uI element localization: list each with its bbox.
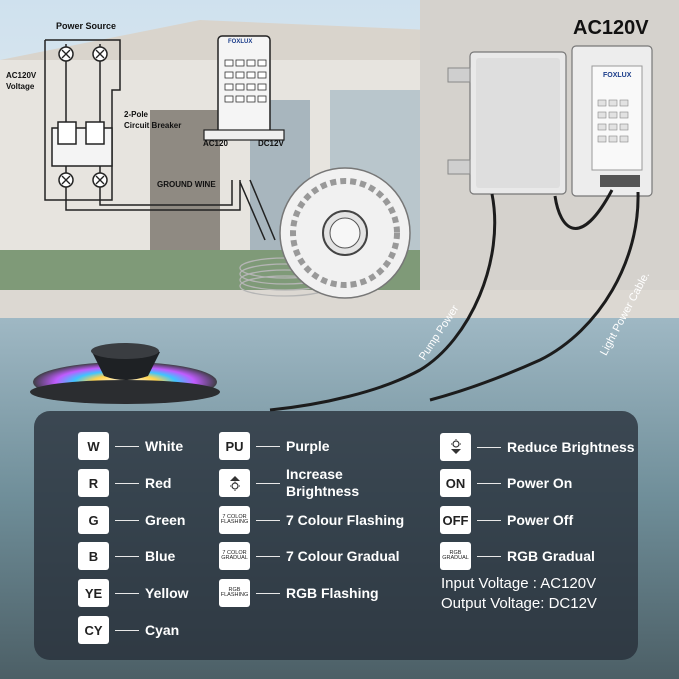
legend-item-increase-brightness: Increase Brightness	[219, 466, 416, 500]
dc12v-label: DC12V	[258, 139, 284, 148]
legend-dash	[115, 519, 139, 521]
key-w: W	[78, 432, 109, 460]
ground-wire-label: GROUND WINE	[157, 180, 216, 189]
legend-label-rgb-flashing: RGB Flashing	[286, 584, 379, 601]
legend-dash	[256, 592, 280, 594]
legend-panel	[34, 411, 638, 660]
legend-label-yellow: Yellow	[145, 584, 189, 601]
key-off: OFF	[440, 506, 471, 534]
header-ac-label: AC120V	[573, 17, 649, 39]
remote-brand-logo: FOXLUX	[228, 39, 253, 45]
legend-dash	[115, 445, 139, 447]
key-7-color-gradual: 7 COLOR GRADUAL	[219, 542, 250, 570]
legend-dash	[477, 519, 501, 521]
input-voltage-text: Input Voltage : AC120V	[441, 575, 597, 592]
key-line: FLASHING	[220, 519, 249, 525]
key-line: RGB	[228, 586, 241, 593]
key-brightness-down	[440, 433, 471, 461]
key-line: RGB	[449, 549, 462, 556]
legend-item-reduce-brightness: Reduce Brightness	[440, 430, 637, 464]
brightness-down-icon	[450, 439, 461, 454]
legend-label-power-off: Power Off	[507, 511, 574, 528]
key-ye: YE	[78, 579, 109, 607]
legend-item-green: G Green	[78, 505, 185, 535]
legend-dash	[115, 592, 139, 594]
key-cy: CY	[78, 616, 109, 644]
legend-label-reduce-brightness: Reduce Brightness	[507, 438, 635, 455]
legend-item-white: W White	[78, 431, 183, 461]
key-rgb-gradual: RGB GRADUAL	[440, 542, 471, 570]
ac120-label: AC120	[203, 139, 228, 148]
breaker-label-line2: Circuit Breaker	[124, 121, 182, 130]
key-7-color-flashing: 7 COLOR FLASHING	[219, 506, 250, 534]
key-brightness-up	[219, 469, 250, 497]
legend-item-power-on: ON Power On	[440, 468, 572, 498]
legend-dash	[477, 446, 501, 448]
legend-label-7-colour-gradual: 7 Colour Gradual	[286, 547, 400, 564]
legend-dash	[115, 482, 139, 484]
legend-label-white: White	[145, 437, 184, 454]
controller-brand-logo: FOXLUX	[603, 72, 632, 79]
legend-label-power-on: Power On	[507, 474, 573, 491]
key-b: B	[78, 542, 109, 570]
legend-dash	[115, 629, 139, 631]
legend-label-blue: Blue	[145, 547, 176, 564]
legend-label-rgb-gradual: RGB Gradual	[507, 547, 595, 564]
key-line: FLASHING	[220, 592, 249, 598]
output-voltage-text: Output Voltage: DC12V	[441, 595, 597, 612]
legend-item-cyan: CY Cyan	[78, 615, 179, 645]
brightness-up-icon	[229, 476, 240, 491]
key-line: GRADUAL	[221, 555, 248, 561]
key-on: ON	[440, 469, 471, 497]
key-line: 7 COLOR	[222, 549, 247, 556]
ac120v-voltage-line1: AC120V	[6, 71, 37, 80]
legend-label-cyan: Cyan	[145, 621, 180, 638]
legend-item-blue: B Blue	[78, 541, 175, 571]
legend-label-green: Green	[145, 511, 186, 528]
power-source-label: Power Source	[56, 21, 117, 31]
key-line: 7 COLOR	[222, 513, 247, 520]
key-pu: PU	[219, 432, 250, 460]
legend-label-increase-brightness: Increase Brightness	[286, 466, 360, 499]
legend-label-7-colour-flashing: 7 Colour Flashing	[286, 511, 405, 528]
legend-dash	[477, 555, 501, 557]
legend-label-purple: Purple	[286, 437, 330, 454]
legend-item-rgb-gradual: RGB GRADUAL RGB Gradual	[440, 541, 595, 571]
legend-item-7-colour-gradual: 7 COLOR GRADUAL 7 Colour Gradual	[219, 541, 400, 571]
legend-item-red: R Red	[78, 468, 171, 498]
legend-dash	[256, 482, 280, 484]
legend-dash	[256, 445, 280, 447]
breaker-label-line1: 2-Pole	[124, 110, 149, 119]
legend-item-7-colour-flashing: 7 COLOR FLASHING 7 Colour Flashing	[219, 505, 404, 535]
legend-dash	[256, 519, 280, 521]
legend-item-rgb-flashing: RGB FLASHING RGB Flashing	[219, 578, 379, 608]
key-line: GRADUAL	[442, 555, 469, 561]
legend-label-red: Red	[145, 474, 172, 491]
legend-dash	[477, 482, 501, 484]
key-g: G	[78, 506, 109, 534]
legend-item-purple: PU Purple	[219, 431, 330, 461]
key-r: R	[78, 469, 109, 497]
legend-item-yellow: YE Yellow	[78, 578, 189, 608]
ac120v-voltage-line2: Voltage	[6, 82, 35, 91]
legend-dash	[115, 555, 139, 557]
key-rgb-flashing: RGB FLASHING	[219, 579, 250, 607]
legend-dash	[256, 555, 280, 557]
legend-item-power-off: OFF Power Off	[440, 505, 573, 535]
